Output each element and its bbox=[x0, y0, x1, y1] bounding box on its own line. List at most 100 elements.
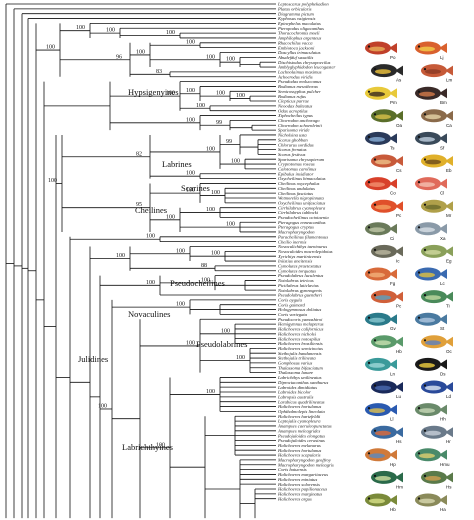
fish-eye bbox=[417, 271, 421, 274]
fish-tail bbox=[439, 404, 447, 415]
fish-thumbnail: Mr bbox=[421, 199, 453, 218]
fish-tag: St bbox=[440, 326, 445, 331]
support-value: 100 bbox=[206, 146, 215, 152]
fish-tag: Ts bbox=[390, 145, 395, 150]
fish-tail bbox=[439, 314, 447, 325]
support-value: 100 bbox=[106, 28, 115, 34]
taxon-label: Halichoeres hartzfeldii bbox=[277, 414, 321, 419]
fish-thumbnail: Ll bbox=[365, 403, 397, 422]
clade-label-hypsigenyines: Hypsigenyines bbox=[128, 87, 179, 97]
taxon-label: Bodianus rufus bbox=[278, 94, 306, 99]
fish-thumbnail: Pm bbox=[365, 86, 397, 105]
fish-tag: Ti bbox=[446, 304, 450, 309]
taxon-label: Cheilinus undulatus bbox=[278, 186, 315, 191]
taxon-label: Pseudodax moluccanus bbox=[277, 79, 321, 84]
fish-eye bbox=[367, 226, 371, 229]
fish-thumbnail: Xa bbox=[415, 222, 447, 241]
fish-thumbnail: Ln bbox=[365, 357, 397, 376]
fish-tail bbox=[445, 65, 453, 76]
fish-tail bbox=[445, 336, 453, 347]
taxon-label: Labropsis australis bbox=[277, 394, 314, 399]
support-value: 100 bbox=[156, 442, 165, 448]
support-value: 100 bbox=[98, 403, 107, 409]
fish-tail bbox=[389, 178, 397, 189]
fish-eye bbox=[373, 68, 377, 71]
taxon-label: Macropharyngodon geoffroy bbox=[277, 458, 332, 463]
taxon-label: Gomphosus varius bbox=[278, 361, 313, 366]
taxon-label: Oxycheilinus bimaculatus bbox=[278, 176, 326, 181]
fish-thumbnail: Lm bbox=[421, 64, 453, 83]
taxon-label: Epinephelus maculatus bbox=[277, 21, 321, 26]
fish-eye bbox=[417, 226, 421, 229]
fish-tag: Hs bbox=[446, 484, 452, 489]
fish-tail bbox=[439, 495, 447, 505]
fish-tail bbox=[445, 156, 453, 166]
support-value: 100 bbox=[186, 171, 195, 177]
fish-eye bbox=[423, 429, 427, 432]
taxon-label: Novaculoides macrolepidotus bbox=[277, 249, 333, 254]
support-value: 100 bbox=[201, 277, 210, 283]
fish-eye bbox=[373, 474, 377, 477]
support-value: 88 bbox=[201, 263, 207, 269]
taxon-label: Hologymnosus doliatus bbox=[277, 307, 321, 312]
support-value: 100 bbox=[206, 54, 215, 60]
fish-tail bbox=[439, 43, 447, 53]
fish-tail bbox=[439, 88, 447, 99]
taxon-label: Dascyllus trimaculatus bbox=[277, 50, 321, 55]
support-value: 100 bbox=[176, 248, 185, 254]
taxon-label: Ophthalmolepis lineolata bbox=[278, 409, 326, 414]
fish-marking bbox=[369, 182, 385, 188]
taxon-label: Coris aygula bbox=[278, 297, 303, 302]
support-value: 100 bbox=[116, 253, 125, 259]
fish-tail bbox=[439, 223, 447, 234]
fish-thumbnail: Hb bbox=[371, 335, 403, 354]
taxon-label: Halichoeres semicinctus bbox=[277, 346, 323, 351]
taxon-label: Paracheilinus filamentosus bbox=[277, 234, 328, 239]
support-value: 100 bbox=[236, 93, 245, 99]
fish-eye bbox=[423, 203, 427, 206]
support-value: 99 bbox=[226, 139, 232, 145]
taxon-label: Choerodon anchorago bbox=[278, 118, 320, 123]
support-value: 100 bbox=[186, 40, 195, 46]
taxon-label: Stethojulis trilineata bbox=[278, 356, 316, 361]
fish-tag: Pm bbox=[390, 100, 397, 105]
taxon-label: Oxycheilinus unifasciatus bbox=[278, 200, 326, 205]
fish-marking bbox=[375, 385, 391, 391]
fish-tag: Hmu bbox=[440, 462, 450, 467]
fish-thumbnail: St bbox=[415, 312, 447, 331]
fish-eye bbox=[367, 497, 371, 500]
taxon-label: Cirrhilabrus tubbocki bbox=[278, 210, 319, 215]
fish-thumbnail: Eb bbox=[421, 154, 453, 173]
fish-thumbnail: Eg bbox=[421, 244, 453, 263]
fish-eye bbox=[417, 45, 421, 48]
taxon-label: Halichoeres scapularis bbox=[277, 453, 321, 458]
fish-thumbnail: Hs bbox=[421, 470, 453, 489]
fish-tag: Hp bbox=[390, 462, 396, 467]
fish-tail bbox=[389, 314, 397, 325]
fish-tail bbox=[395, 291, 403, 302]
fish-eye bbox=[373, 294, 377, 297]
fish-marking bbox=[369, 91, 385, 97]
taxon-label: Choerodon schoenleinii bbox=[278, 123, 323, 128]
taxon-label: Thoracochromis moeli bbox=[278, 31, 320, 36]
taxon-label: Hemigymnus melapterus bbox=[277, 322, 324, 327]
support-value: 82 bbox=[136, 151, 142, 157]
fish-thumbnail: Sf bbox=[415, 131, 447, 150]
fish-tag: Ld bbox=[446, 394, 452, 399]
fish-thumbnail: Fg bbox=[365, 267, 397, 286]
support-value: 100 bbox=[146, 234, 155, 240]
taxon-label: Pseudocoris yamashiroi bbox=[277, 317, 323, 322]
fish-marking bbox=[425, 476, 441, 481]
fish-marking bbox=[419, 137, 435, 142]
support-value: 100 bbox=[236, 355, 245, 361]
fish-marking bbox=[375, 250, 391, 255]
fish-tag: Lj bbox=[440, 55, 444, 60]
fish-marking bbox=[425, 250, 441, 255]
taxon-label: Xyrichtys martinicensis bbox=[277, 254, 321, 259]
taxon-label: Halichoeres papilionaceus bbox=[277, 487, 327, 492]
fish-tag: Hb bbox=[396, 349, 402, 354]
fish-marking bbox=[419, 317, 435, 323]
taxon-label: Halichoeres marginatus bbox=[277, 491, 322, 496]
support-value: 100 bbox=[76, 25, 85, 31]
taxon-label: Novaculichthys taeniourus bbox=[277, 244, 327, 249]
